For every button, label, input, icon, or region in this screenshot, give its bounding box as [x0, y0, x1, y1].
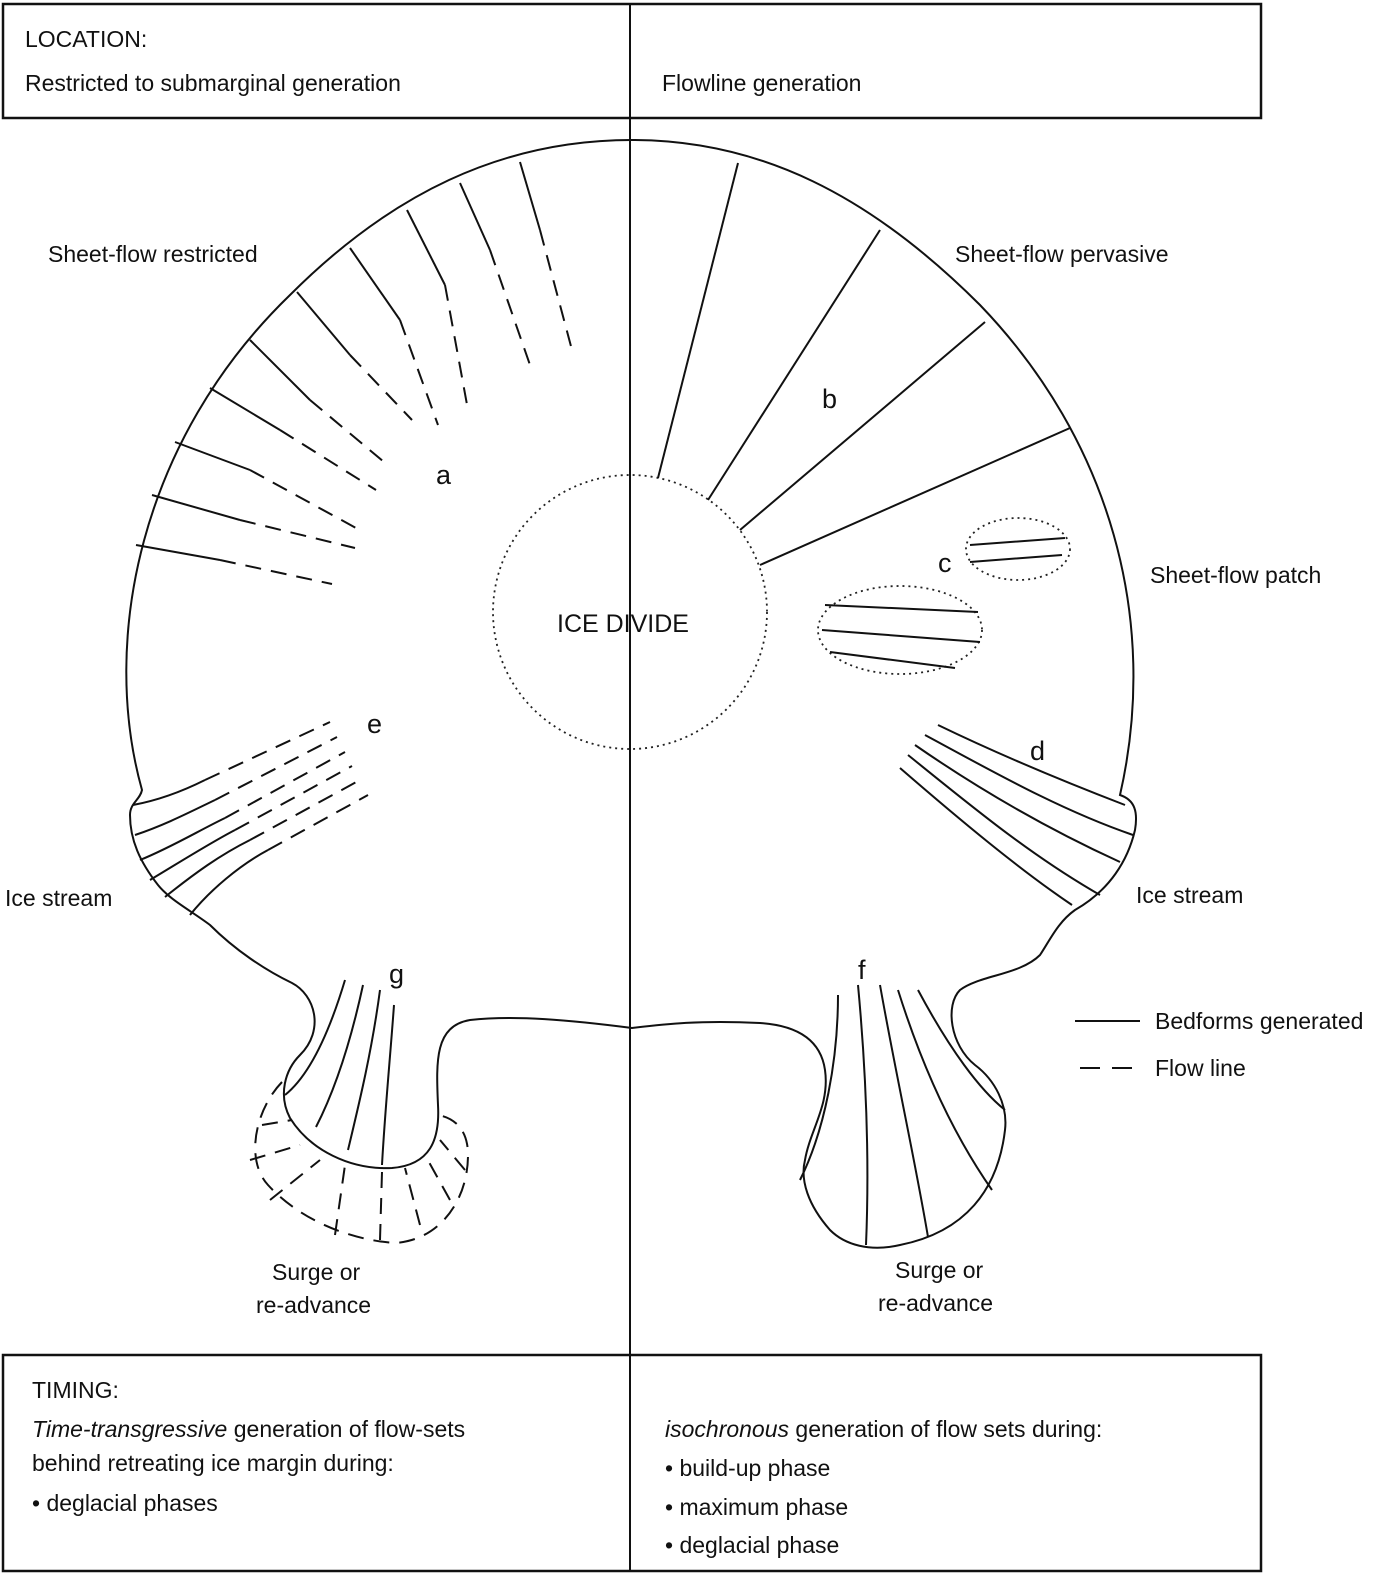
ice-divide-circle [492, 474, 768, 750]
letter-d: d [1030, 736, 1045, 766]
label-surge-left-1: Surge or [272, 1259, 361, 1285]
timing-right-bullet-3: • deglacial phase [665, 1532, 840, 1558]
flowset-b-lines [657, 162, 1071, 566]
timing-right-line1: isochronous generation of flow sets duri… [665, 1416, 1102, 1443]
timing-right-italic: isochronous [665, 1416, 790, 1442]
flowset-a-lines [135, 161, 573, 585]
letter-b: b [822, 384, 837, 414]
timing-box [1, 1353, 1263, 1573]
label-surge-right-2: re-advance [878, 1290, 993, 1316]
location-box [1, 2, 1263, 120]
ice-sheet-outline [125, 138, 1138, 1249]
label-surge-right-1: Surge or [895, 1257, 984, 1283]
label-sheet-flow-pervasive: Sheet-flow pervasive [955, 241, 1169, 267]
flowset-f-lines [799, 984, 1006, 1246]
legend-solid-label: Bedforms generated [1155, 1008, 1363, 1034]
letter-c: c [938, 548, 952, 578]
flowset-c-patches [817, 517, 1071, 675]
timing-left-line2: behind retreating ice margin during: [32, 1450, 394, 1476]
label-ice-divide: ICE DIVIDE [557, 610, 689, 638]
location-heading: LOCATION: [25, 26, 148, 52]
legend-dashed-label: Flow line [1155, 1055, 1246, 1081]
timing-right-bullet-2: • maximum phase [665, 1494, 849, 1520]
letter-g: g [389, 959, 404, 989]
surge-g-dashed-limit [249, 1081, 470, 1245]
timing-left-line1: Time-transgressive generation of flow-se… [32, 1416, 465, 1443]
label-sheet-flow-restricted: Sheet-flow restricted [48, 241, 258, 267]
timing-heading: TIMING: [32, 1377, 119, 1403]
timing-left-bullet: • deglacial phases [32, 1490, 218, 1516]
flowset-e-lines [132, 721, 369, 916]
location-right-text: Flowline generation [662, 70, 862, 96]
location-left-text: Restricted to submarginal generation [25, 70, 401, 96]
letter-e: e [367, 709, 382, 739]
letter-a: a [436, 460, 452, 490]
label-surge-left-2: re-advance [256, 1292, 371, 1318]
timing-left-italic: Time-transgressive [32, 1416, 228, 1442]
timing-right-bullet-1: • build-up phase [665, 1455, 831, 1481]
flowset-d-lines [899, 724, 1134, 906]
label-ice-stream-left: Ice stream [5, 885, 112, 911]
label-sheet-flow-patch: Sheet-flow patch [1150, 562, 1321, 588]
flowset-g-lines [284, 979, 395, 1166]
label-ice-stream-right: Ice stream [1136, 882, 1243, 908]
timing-right-rest: generation of flow sets during: [789, 1416, 1103, 1442]
letter-f: f [858, 955, 866, 985]
timing-left-rest: generation of flow-sets [227, 1416, 466, 1442]
